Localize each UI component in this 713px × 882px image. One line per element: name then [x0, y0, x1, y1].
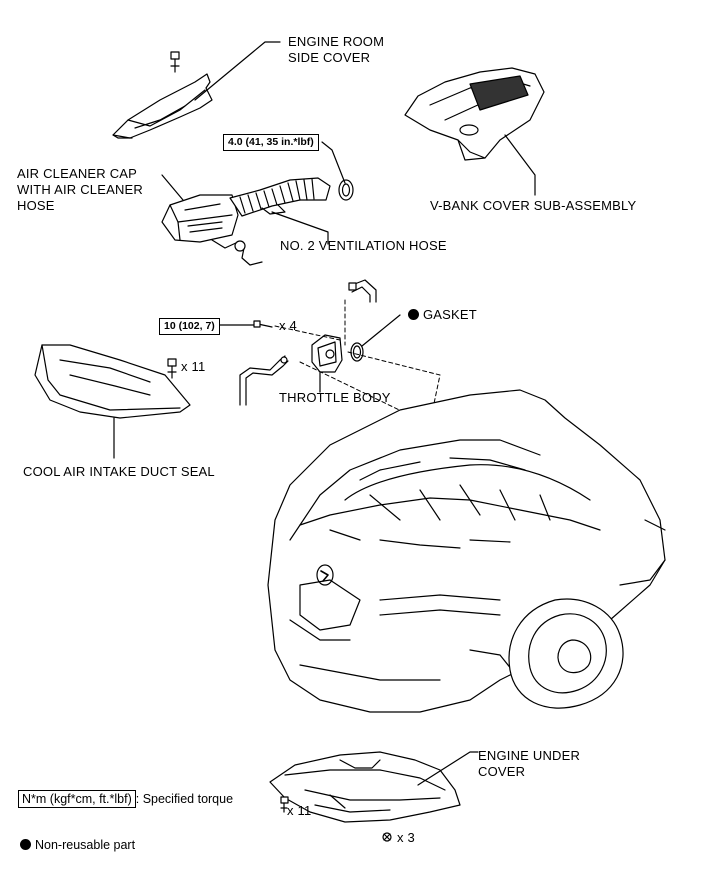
throttle-bolt-qty: x 4 [279, 318, 297, 333]
engine-room-side-cover-part [112, 73, 213, 139]
no2-ventilation-hose-label: NO. 2 VENTILATION HOSE [280, 238, 447, 253]
engine-room-side-cover-clip-icon [170, 51, 180, 73]
throttle-vent-hose-part [239, 355, 289, 406]
air-cleaner-cap-label: AIR CLEANER CAP WITH AIR CLEANER HOSE [17, 166, 143, 213]
vehicle-front-part [267, 389, 666, 713]
sensor-connector-icon [234, 240, 246, 252]
throttle-body-part [311, 334, 343, 373]
engine-room-side-cover-label: ENGINE ROOM SIDE COVER [288, 34, 385, 65]
torque-spec-throttle-bolts: 10 (102, 7) [159, 318, 220, 335]
hose-clamp-part [338, 179, 354, 201]
gasket-leader [361, 314, 401, 347]
non-reusable-dot-icon [408, 309, 419, 320]
throttle-bolt-icon [253, 320, 273, 328]
engine-under-cover-leader [417, 751, 479, 786]
legend-non-reusable-text: Non-reusable part [35, 838, 136, 852]
under-cover-bolt-icon [382, 832, 392, 842]
duct-seal-clip-qty: x 11 [181, 359, 206, 374]
legend-non-reusable: Non-reusable part [20, 838, 135, 853]
air-cleaner-leader [161, 174, 184, 201]
gasket-label-text: GASKET [423, 307, 477, 322]
vbank-cover-label: V-BANK COVER SUB-ASSEMBLY [430, 198, 637, 213]
vbank-cover-leader [504, 134, 536, 196]
ventilation-hose-leader [271, 211, 329, 245]
duct-seal-clip-icon [167, 358, 177, 379]
air-cleaner-hose-part [229, 177, 331, 217]
clamp-leader [321, 141, 346, 184]
gasket-label: GASKET [408, 307, 477, 323]
legend-torque: N*m (kgf*cm, ft.*lbf): Specified torque [18, 790, 234, 808]
engine-under-cover-label: ENGINE UNDER COVER [478, 748, 581, 779]
legend-torque-units: N*m (kgf*cm, ft.*lbf) [18, 790, 136, 808]
legend-torque-desc: : Specified torque [135, 792, 234, 806]
throttle-body-label: THROTTLE BODY [279, 390, 391, 405]
torque-spec-air-cleaner: 4.0 (41, 35 in.*lbf) [223, 134, 319, 151]
engine-room-side-cover-leader [194, 41, 281, 101]
engine-under-cover-part [269, 751, 461, 823]
legend-non-reusable-dot-icon [20, 839, 31, 850]
cool-air-intake-duct-seal-part [34, 344, 191, 419]
lexus-emblem-icon [320, 570, 329, 582]
air-cleaner-cap-part [161, 194, 239, 243]
under-cover-clip-icon [280, 796, 289, 813]
under-cover-clip-qty: x 11 [287, 803, 312, 818]
top-vent-hose-part [348, 279, 377, 303]
gasket-part [350, 342, 364, 362]
vbank-cover-part [404, 67, 545, 161]
cool-air-intake-duct-seal-label: COOL AIR INTAKE DUCT SEAL [23, 464, 215, 479]
under-cover-bolt-qty: x 3 [397, 830, 415, 845]
